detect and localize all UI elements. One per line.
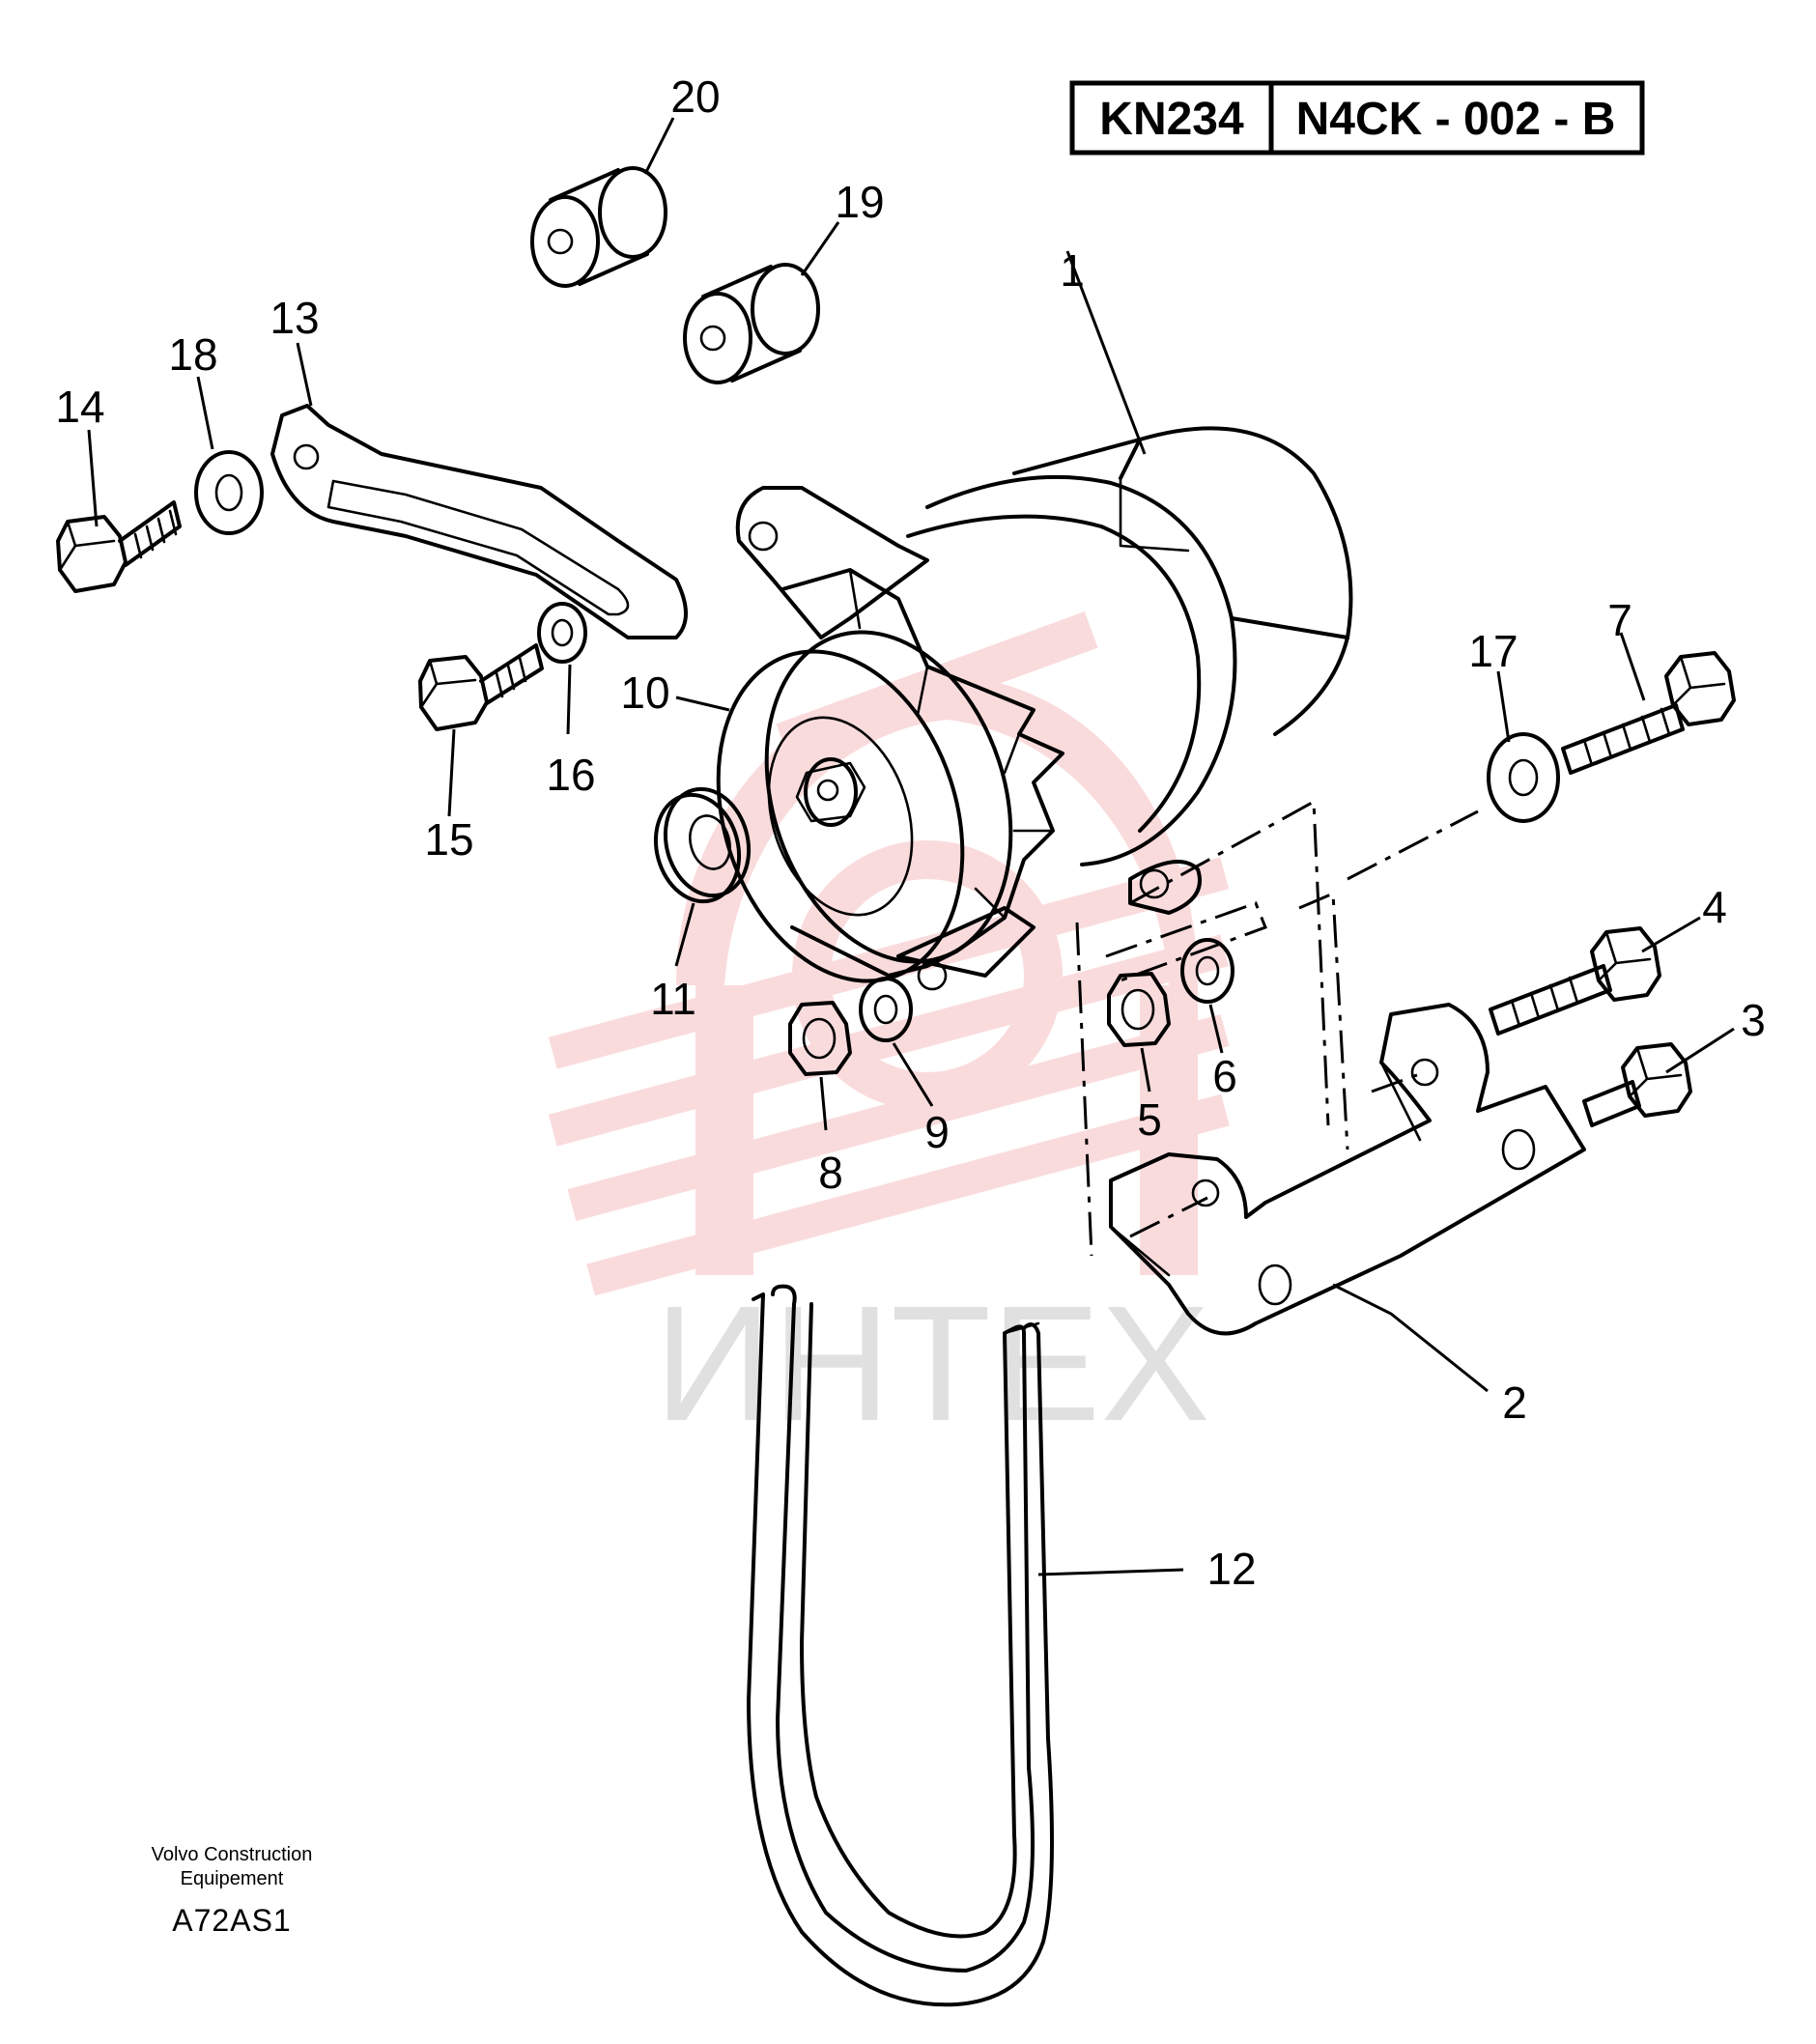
callout-labels: 1 2 3 4 5 6 7 8 9 10 11 12 13 14 15 16 1… [55,71,1765,1594]
part-6-lock-washer [1180,938,1234,1004]
sheet-code: N4CK - 002 - B [1296,94,1616,145]
callout-18: 18 [168,329,217,380]
callout-19: 19 [835,177,884,227]
part-12-v-belt [747,1284,1054,2007]
figure-code: A72AS1 [172,1903,292,1938]
callout-4: 4 [1702,882,1727,932]
callout-14: 14 [55,382,104,432]
callout-15: 15 [424,814,473,865]
catalog-code: KN234 [1099,94,1244,145]
part-11-washer [653,786,752,904]
part-8-nut [788,1001,852,1076]
callout-3: 3 [1741,995,1766,1045]
callout-6: 6 [1212,1051,1237,1101]
callout-5: 5 [1137,1094,1162,1145]
callout-8: 8 [818,1148,843,1198]
callout-10: 10 [620,667,669,718]
callout-11: 11 [650,974,696,1024]
callout-20: 20 [670,71,720,122]
callout-1: 1 [1060,245,1085,296]
footer-company-line1: Volvo Construction [151,1844,313,1865]
part-4-bolt [1489,926,1661,1036]
callout-2: 2 [1502,1377,1527,1428]
watermark-text: ИНТЕХ [654,1272,1210,1456]
callout-12: 12 [1206,1544,1256,1594]
footer-company-line2: Equipement [180,1868,284,1889]
part-17-washer [1487,732,1560,823]
part-1-alternator [735,426,1353,991]
part-20-spacer [530,166,667,288]
footer: Volvo Construction Equipement A72AS1 [116,1843,348,1939]
part-19-spacer [683,263,820,384]
part-9-lock-washer [859,977,913,1042]
callout-17: 17 [1468,626,1518,676]
part-7-bolt [1561,651,1736,775]
callout-7: 7 [1607,595,1632,645]
part-10-pulley [716,630,1013,983]
callout-16: 16 [546,750,595,800]
part-3-bolt [1582,1042,1692,1127]
part-15-bolt [418,643,544,731]
part-2-mounting-bracket [1109,1003,1586,1336]
leader-lines [87,117,1735,1576]
part-14-bolt [56,500,182,593]
part-16-lock-washer [537,602,587,664]
part-13-bracket-arm [270,404,688,639]
reference-box: KN234 N4CK - 002 - B [1069,80,1645,156]
callout-9: 9 [924,1107,950,1157]
assembly-lines [1075,799,1479,1257]
callout-13: 13 [270,293,319,343]
part-18-washer [194,450,264,535]
part-5-nut [1107,972,1171,1047]
